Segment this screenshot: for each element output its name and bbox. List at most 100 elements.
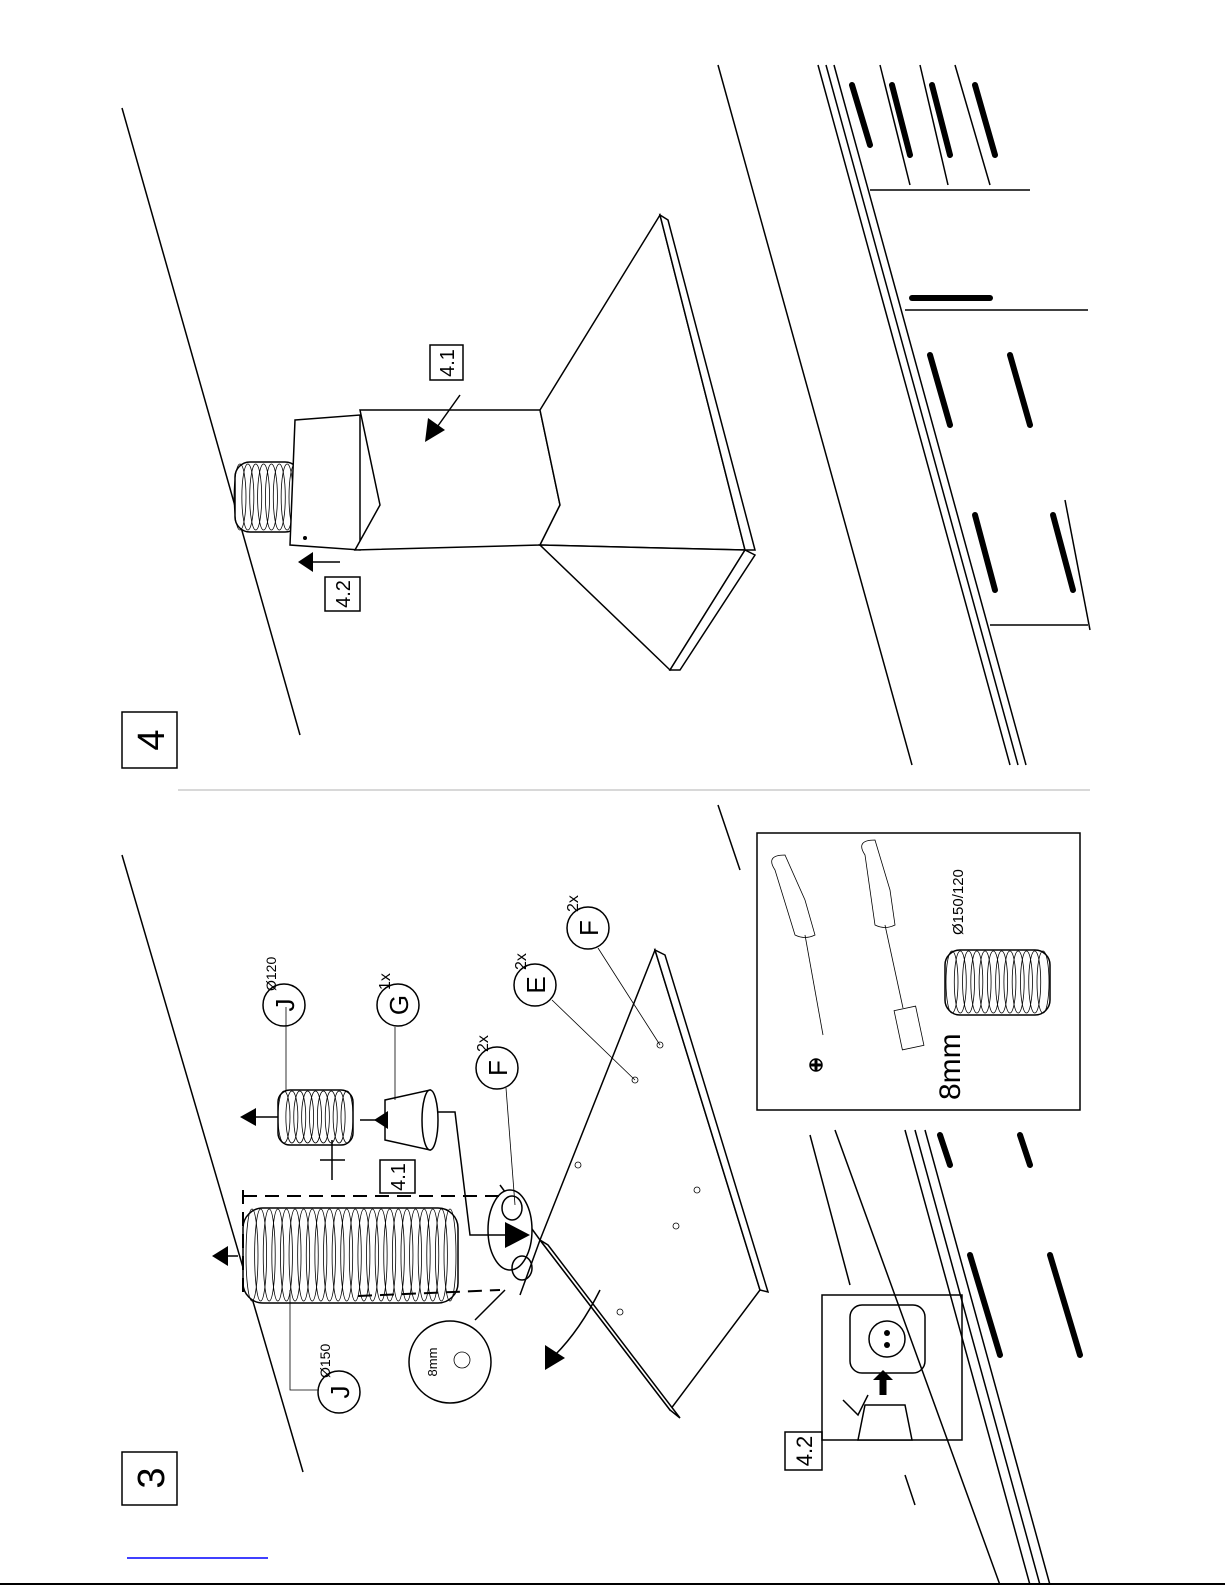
callout-g: G 1x: [376, 973, 420, 1100]
callout-j150: J Ø150: [289, 1290, 361, 1414]
socket-screwdriver-icon: [861, 839, 925, 1051]
svg-text:G: G: [384, 995, 414, 1015]
duct-rib: [1020, 950, 1033, 1014]
svg-text:1x: 1x: [377, 973, 394, 990]
countertop-lines: [717, 64, 1091, 766]
duct-rib: [301, 1090, 315, 1144]
wall-socket-icon: [849, 1304, 926, 1374]
duct-rib: [309, 1090, 322, 1144]
duct-rib: [305, 1208, 319, 1302]
ref-4-1-label: 4.1: [388, 1163, 410, 1191]
duct-rib: [257, 463, 270, 531]
ref-4-1-badge: [379, 1159, 416, 1194]
ref-4-1-badge: [429, 344, 464, 381]
chimney: [353, 409, 561, 551]
duct-rib: [417, 1208, 431, 1302]
plug-icon: [857, 1404, 913, 1441]
duct-rib: [1003, 950, 1017, 1014]
duct-rib: [280, 1208, 293, 1302]
ceiling-line: [121, 107, 301, 736]
duct-rib: [1036, 950, 1050, 1014]
double-arrow: [320, 1140, 345, 1180]
burner-slots: [849, 82, 1076, 593]
duct-rib: [340, 1208, 354, 1302]
arrow-4-1: [434, 394, 461, 431]
svg-text:Ø150: Ø150: [317, 1344, 333, 1378]
step-3-number: 3: [131, 1467, 173, 1488]
duct-rib: [409, 1208, 422, 1302]
step-4-panel: 4 4.1 4.2: [121, 64, 1091, 769]
duct-rib: [962, 950, 975, 1014]
flex-duct-icon: [944, 949, 1051, 1016]
duct-rib: [426, 1208, 440, 1302]
duct-rib: [249, 463, 263, 531]
detail-wrench-size: 8mm: [425, 1348, 440, 1377]
svg-text:2x: 2x: [475, 1035, 492, 1052]
duct-rib: [1011, 950, 1025, 1014]
svg-text:Ø120: Ø120: [263, 957, 279, 991]
svg-text:F: F: [483, 1060, 513, 1076]
callout-f1: F 2x: [475, 1035, 519, 1206]
countertop-lines: [717, 804, 1051, 1585]
duct-rib: [285, 1090, 299, 1144]
duct-rib: [241, 463, 255, 531]
duct-rib: [254, 1208, 268, 1302]
duct-rib: [314, 1208, 328, 1302]
plug-box: 4.2: [784, 1294, 963, 1471]
duct-rib: [400, 1208, 414, 1302]
duct-rib: [374, 1208, 388, 1302]
duct-rib: [272, 463, 286, 531]
duct-rib: [434, 1208, 448, 1302]
tools-box: 8mm Ø150/120: [756, 832, 1081, 1111]
reducer-g: [384, 1089, 439, 1151]
duct-rib: [995, 950, 1009, 1014]
ref-4-2-label: 4.2: [792, 1436, 817, 1467]
duct-rib: [970, 950, 984, 1014]
check-icon: [842, 1394, 869, 1417]
duct-j150: [242, 1207, 459, 1304]
svg-text:J: J: [325, 1386, 355, 1399]
duct-rib: [443, 1208, 457, 1302]
svg-text:2x: 2x: [565, 895, 582, 912]
duct-rib: [953, 950, 967, 1014]
detail-wrench-circle: [408, 1320, 492, 1404]
duct-rib: [978, 950, 992, 1014]
callout-e: E 2x: [513, 953, 636, 1081]
duct-rib: [366, 1208, 379, 1302]
burner-slots: [937, 1132, 1083, 1358]
svg-text:J: J: [270, 999, 300, 1012]
chimney-upper: [289, 414, 361, 551]
step-3-panel: 3: [121, 804, 1083, 1585]
hood-canopy: [538, 213, 746, 551]
ref-4-2-label: 4.2: [333, 580, 355, 608]
svg-text:2x: 2x: [513, 953, 530, 970]
duct-size-label: Ø150/120: [950, 869, 967, 935]
duct-rib: [332, 1090, 346, 1144]
step-3-badge: [121, 1451, 178, 1506]
ref-4-1-label: 4.1: [437, 349, 459, 377]
duct-rib: [391, 1208, 405, 1302]
ref-4-2-badge: [784, 1431, 823, 1471]
bolt-icon: [453, 1351, 471, 1369]
duct-rib: [265, 463, 278, 531]
duct-rib: [262, 1208, 276, 1302]
duct-rib: [383, 1208, 397, 1302]
socket-size-label: 8mm: [934, 1033, 967, 1100]
phillips-screwdriver-icon: [771, 854, 824, 1072]
duct-rib: [331, 1208, 345, 1302]
step-4-number: 4: [131, 729, 173, 750]
duct-rib: [293, 1090, 307, 1144]
ceiling-line: [121, 854, 304, 1473]
duct-rib: [271, 1208, 285, 1302]
duct-rib: [316, 1090, 330, 1144]
duct-rib: [297, 1208, 311, 1302]
svg-text:E: E: [521, 976, 551, 993]
duct-rib: [233, 463, 247, 531]
duct-rib: [245, 1208, 259, 1302]
callout-j120: J Ø120: [262, 957, 306, 1090]
step-4-badge: [121, 711, 178, 769]
ref-4-2-badge: [324, 576, 361, 612]
duct-rib: [288, 1208, 302, 1302]
svg-text:F: F: [574, 920, 604, 936]
